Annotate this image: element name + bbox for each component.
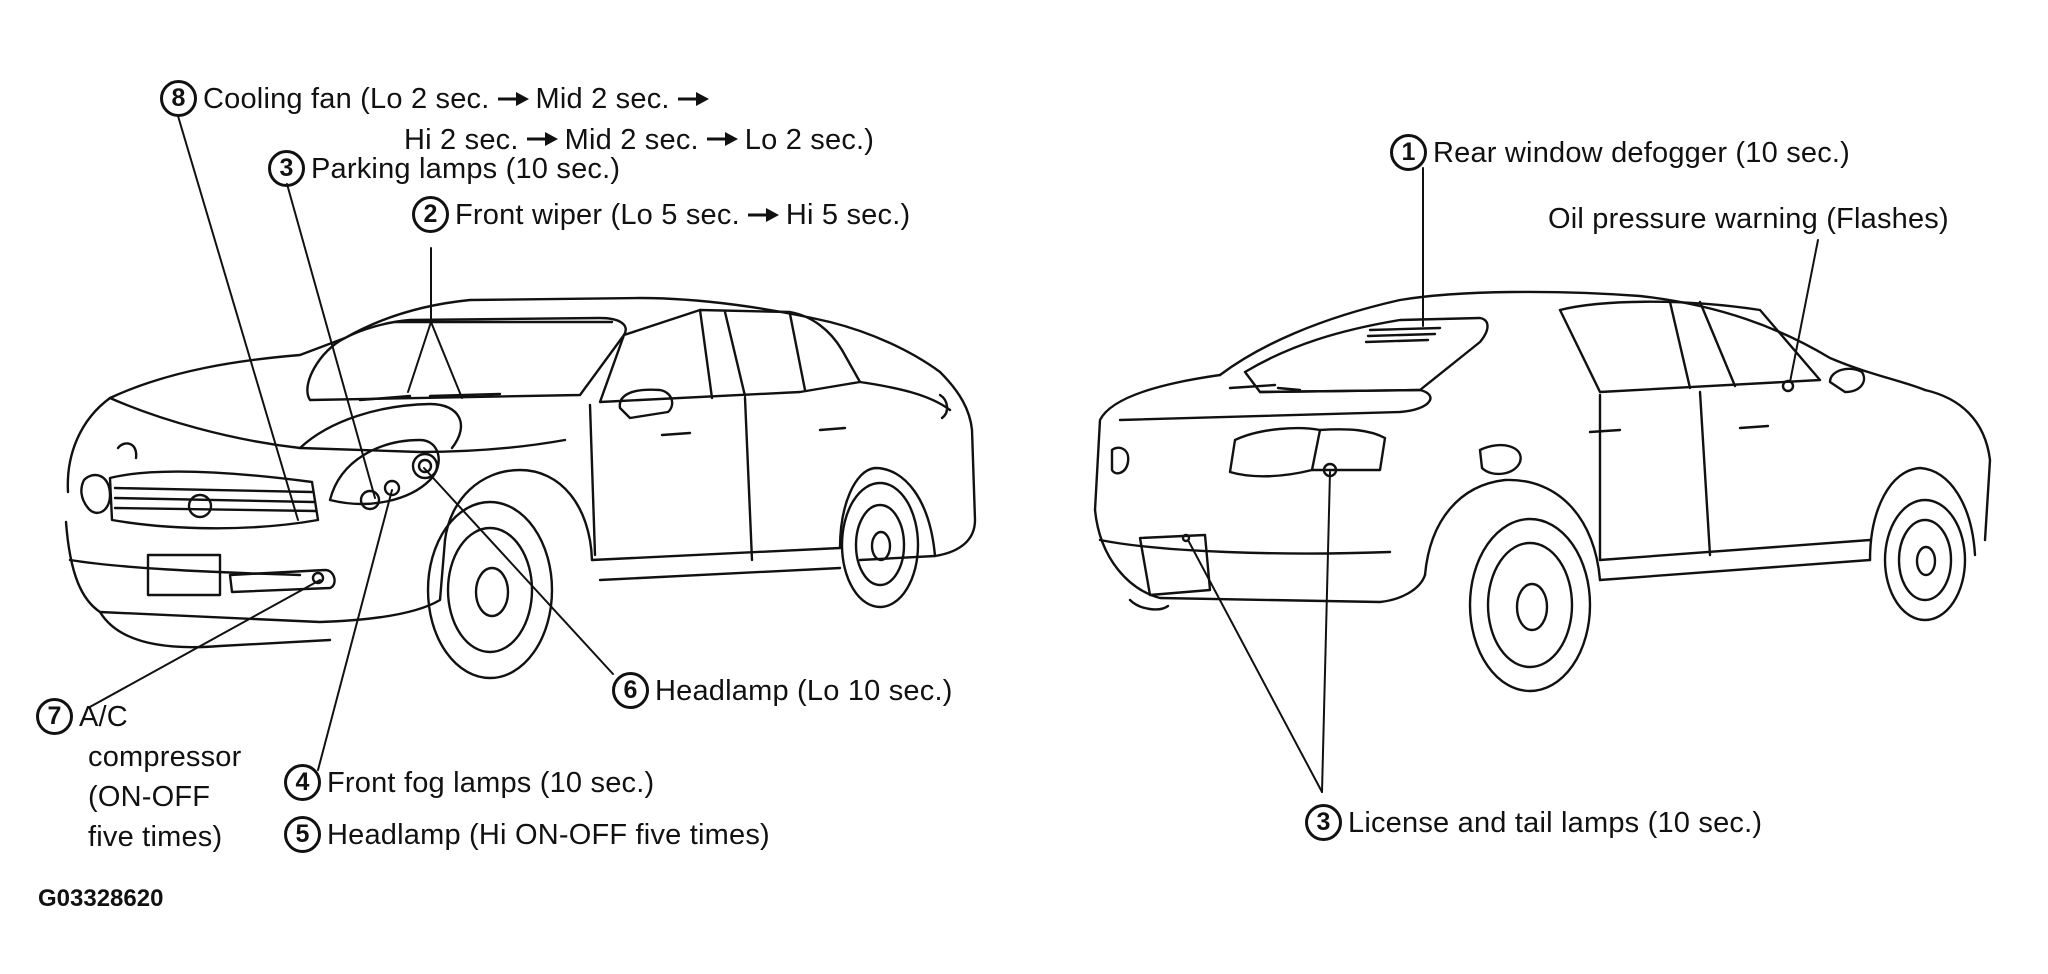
figure-code: G03328620: [38, 885, 164, 912]
rear-car-drawing: [1093, 290, 1992, 693]
callout-ac-compressor-line2: compressor: [88, 741, 242, 773]
callout-number-6: 6: [612, 672, 649, 709]
callout-number-8: 8: [160, 80, 197, 117]
callout-number-5: 5: [284, 816, 321, 853]
callout-number-1: 1: [1390, 134, 1427, 171]
callout-oil-pressure: Oil pressure warning (Flashes): [1548, 203, 1949, 235]
rear-leader-lines: [1187, 167, 1819, 793]
arrow-right-icon: [497, 91, 529, 106]
front-car-drawing: [64, 296, 977, 680]
arrow-right-icon: [526, 132, 558, 147]
callout-ac-compressor-line3: (ON-OFF: [88, 781, 211, 813]
callout-number-4: 4: [284, 764, 321, 801]
arrow-right-icon: [677, 91, 709, 106]
callout-number-3: 3: [1305, 804, 1342, 841]
front-leader-lines: [87, 115, 614, 771]
callout-number-3: 3: [268, 150, 305, 187]
arrow-right-icon: [706, 132, 738, 147]
callout-number-2: 2: [412, 196, 449, 233]
arrow-right-icon: [747, 207, 779, 222]
callout-cooling-fan-line2: Hi 2 sec.Mid 2 sec.Lo 2 sec.): [404, 124, 875, 156]
callout-number-7: 7: [36, 698, 73, 735]
callout-ac-compressor-line4: five times): [88, 821, 223, 853]
